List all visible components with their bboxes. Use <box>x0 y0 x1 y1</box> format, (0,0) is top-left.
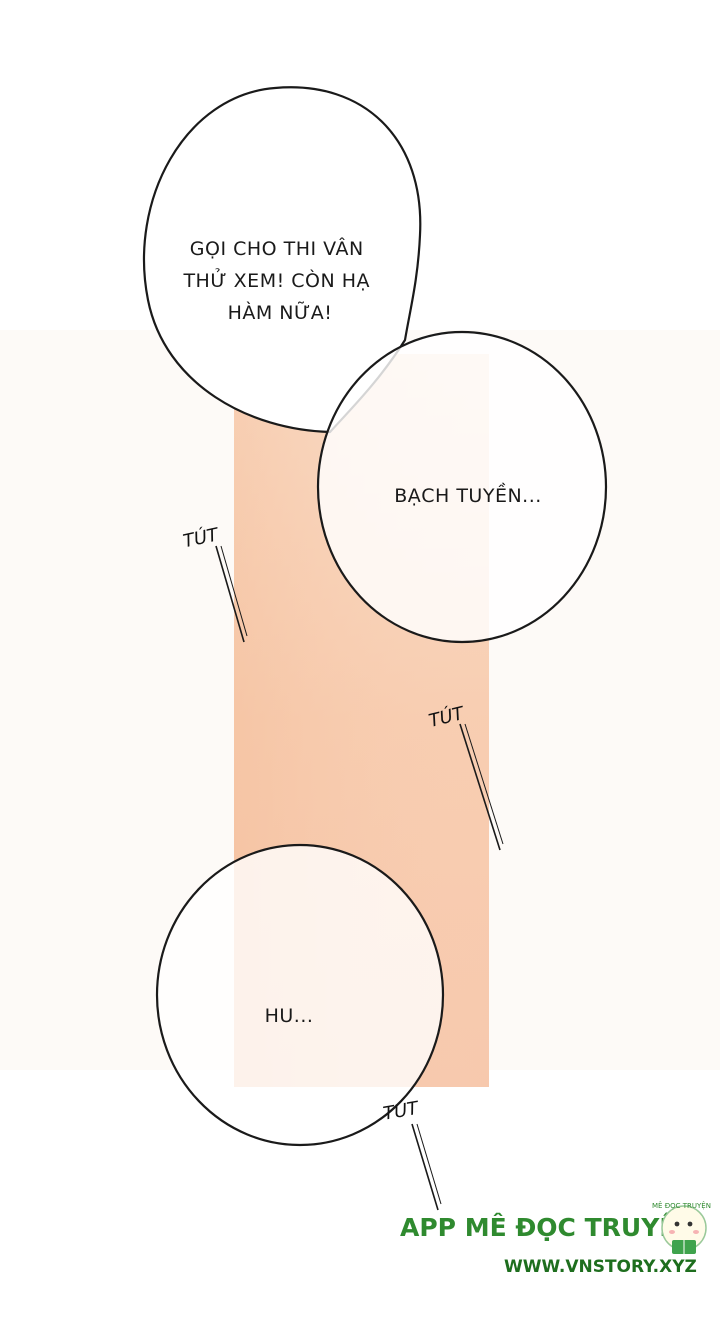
sfx-tut-bottom: TÚT <box>381 1097 442 1211</box>
bubble-top-line-1: GỌI CHO THI VÂN <box>190 237 364 260</box>
speech-bubble-right: BẠCH TUYỀN... <box>316 330 608 644</box>
bubble-top-line-2: THỬ XEM! CÒN HẠ <box>182 267 370 292</box>
speech-bubble-bottom: HU... <box>155 843 445 1147</box>
bubble-right-text: BẠCH TUYỀN... <box>394 482 542 507</box>
bubble-bottom-text: HU... <box>265 1005 314 1027</box>
mascot-label: MÊ ĐỌC TRUYỆN <box>652 1201 711 1210</box>
bubble-top-line-3: HÀM NỮA! <box>228 301 333 324</box>
watermark-url: WWW.VNSTORY.XYZ <box>504 1257 697 1277</box>
watermark-title: APP MÊ ĐỌC TRUYỆN <box>400 1212 697 1242</box>
svg-text:GỌI CHO THI VÂN THỬ XEM!: GỌI CHO THI VÂN THỬ XEM! CÒN HẠ HÀM NỮA! <box>182 237 376 324</box>
mascot-icon <box>661 1205 707 1254</box>
watermark: APP MÊ ĐỌC TRUYỆN WWW.VNSTORY.XYZ MÊ ĐỌC… <box>398 1201 711 1279</box>
speech-bubble-top: GỌI CHO THI VÂN THỬ XEM! CÒN HẠ HÀM NỮA! <box>143 86 422 434</box>
